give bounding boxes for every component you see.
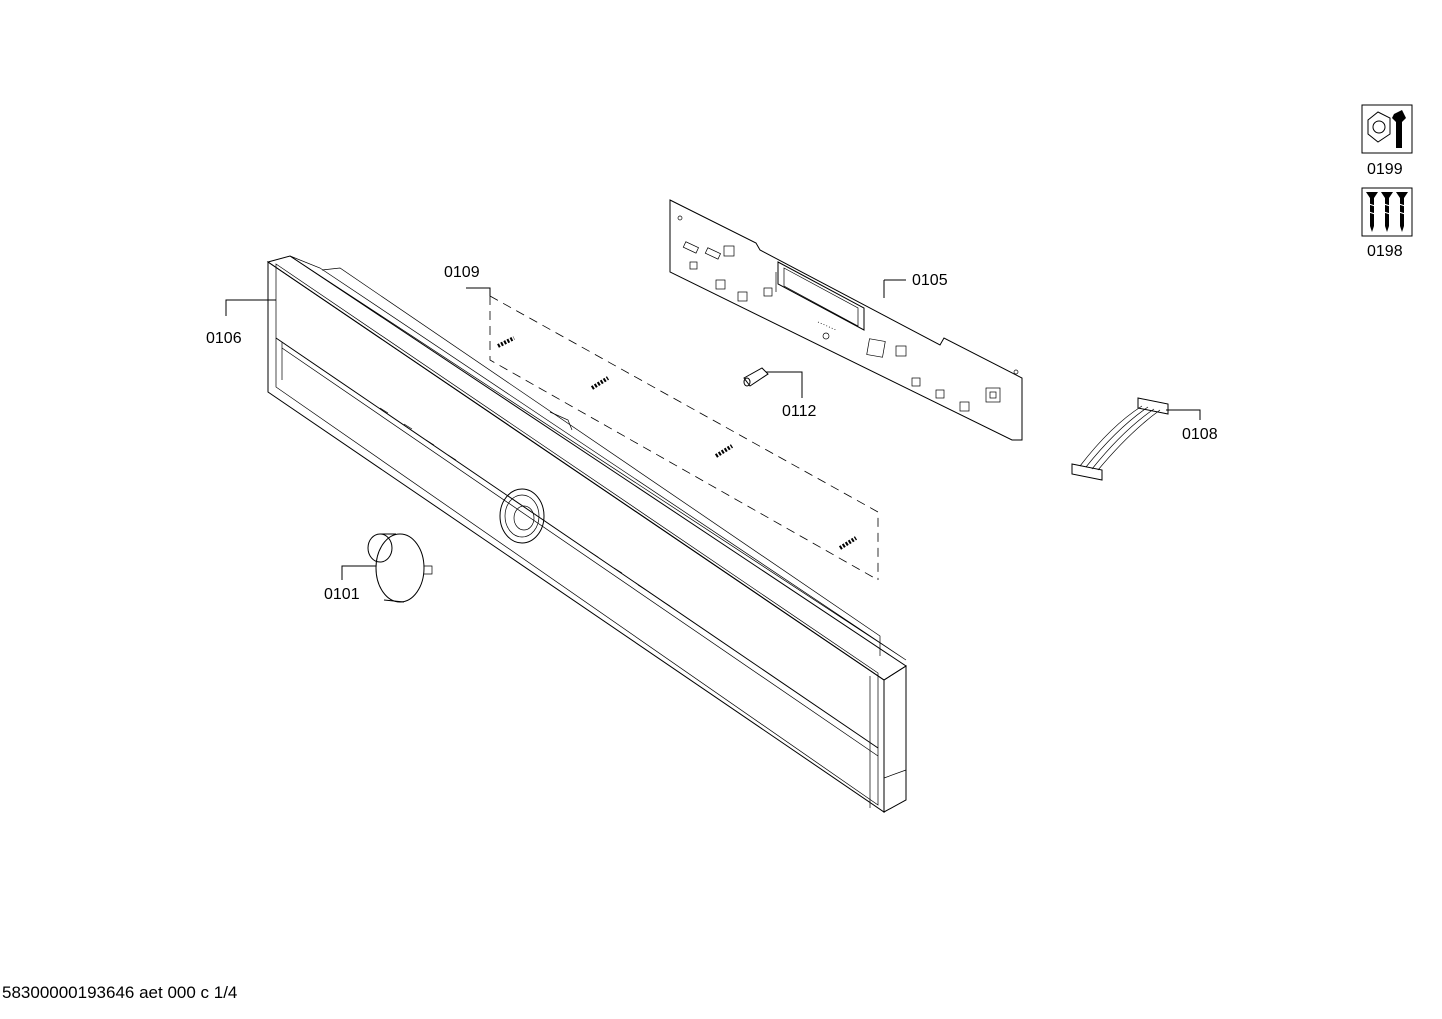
label-0101: 0101 <box>324 586 360 603</box>
light-guide <box>743 367 769 387</box>
spring <box>714 444 734 458</box>
document-id: 58300000193646 aet 000 c 1/4 <box>2 983 237 1002</box>
label-0109: 0109 <box>444 264 480 281</box>
springs-group <box>489 295 879 581</box>
label-0112: 0112 <box>782 403 817 420</box>
label-0199: 0199 <box>1367 161 1403 178</box>
electronic-module-pcb <box>669 199 1023 441</box>
leader-lines <box>225 279 1201 580</box>
label-0108: 0108 <box>1182 426 1218 443</box>
control-panel-facia <box>266 255 907 813</box>
wrench-nut-icon <box>1361 104 1413 154</box>
cable-harness <box>1071 397 1169 481</box>
spring <box>497 336 515 348</box>
label-0105: 0105 <box>912 272 948 289</box>
rotary-knob <box>367 533 433 603</box>
label-0106: 0106 <box>206 330 242 347</box>
label-0198: 0198 <box>1367 243 1403 260</box>
spring <box>838 536 858 550</box>
spring <box>590 376 610 390</box>
screws-icon <box>1361 187 1413 237</box>
